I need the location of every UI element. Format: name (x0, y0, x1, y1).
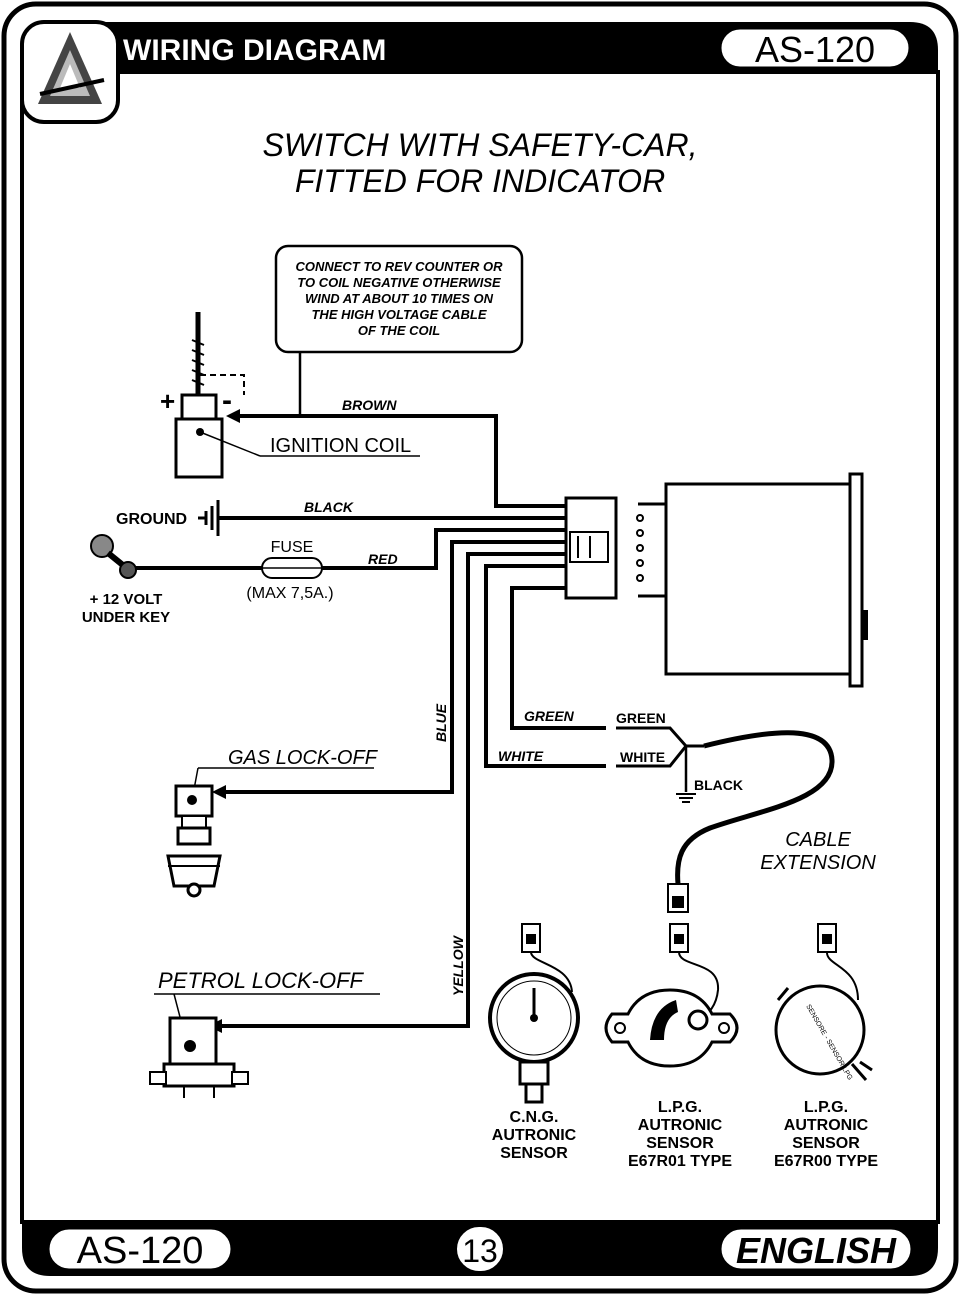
fuse-label: FUSE (271, 539, 314, 556)
sensor-3-line1: L.P.G. (804, 1099, 848, 1116)
footer-model-badge: AS-120 (77, 1230, 204, 1272)
lpg-e67r00-sensor-icon: SENSORE - SENSOR LPG (774, 923, 873, 1081)
blue-wire (222, 540, 566, 794)
note-line-1: CONNECT TO REV COUNTER OR (295, 259, 503, 274)
ignition-coil-label: IGNITION COIL (270, 435, 411, 457)
blue-wire-label: BLUE (433, 703, 449, 742)
extension-cable (675, 730, 835, 885)
note-line-2: TO COIL NEGATIVE OTHERWISE (297, 275, 501, 290)
ext-white-label: WHITE (620, 749, 665, 765)
cable-extension-line1: CABLE (785, 829, 851, 851)
fuse-icon (261, 557, 323, 579)
note-line-5: OF THE COIL (358, 323, 440, 338)
yellow-wire-label: YELLOW (450, 934, 466, 996)
petrol-lockoff-valve-icon (149, 1016, 249, 1098)
ext-green-label: GREEN (616, 710, 666, 726)
note-box (274, 244, 524, 354)
extension-plug-icon (667, 883, 689, 913)
sensor-1-line1: C.N.G. (510, 1109, 559, 1126)
header-bar (22, 22, 938, 72)
sensor-3-line2: AUTRONIC (784, 1117, 869, 1134)
petrol-lockoff-label: PETROL LOCK-OFF (158, 968, 365, 993)
header-title: WIRING DIAGRAM (123, 34, 386, 67)
ignition-coil-icon (174, 312, 245, 479)
red-wire-label: RED (368, 551, 398, 567)
ext-black-label: BLACK (694, 777, 743, 793)
yellow-wire (218, 552, 566, 1028)
brown-wire-label: BROWN (342, 397, 397, 413)
sensor-3-line3: SENSOR (792, 1135, 860, 1152)
header-model-badge: AS-120 (755, 29, 875, 70)
sensor-2-line4: E67R01 TYPE (628, 1153, 732, 1170)
sensor-2-line1: L.P.G. (658, 1099, 702, 1116)
power-label-line1: + 12 VOLT (90, 591, 163, 608)
note-line-3: WIND AT ABOUT 10 TIMES ON (305, 291, 494, 306)
gas-lockoff-label: GAS LOCK-OFF (228, 747, 379, 769)
cable-extension-line2: EXTENSION (760, 852, 876, 874)
wiring-connector (564, 496, 618, 600)
extension-ground-icon (676, 793, 696, 803)
white-wire-label: WHITE (498, 748, 544, 764)
sensor-1-line2: AUTRONIC (492, 1127, 577, 1144)
power-label-line2: UNDER KEY (82, 609, 170, 626)
ignition-key-icon (90, 534, 137, 579)
cng-sensor-icon (488, 923, 580, 1104)
switch-unit (636, 472, 868, 688)
coil-plus: + (160, 386, 175, 416)
gas-lockoff-valve-icon (166, 784, 222, 898)
diagram-title-line2: FITTED FOR INDICATOR (295, 163, 665, 199)
coil-minus: - (222, 384, 232, 417)
footer-page-number: 13 (462, 1233, 498, 1269)
black-wire-label: BLACK (304, 499, 354, 515)
footer-language: ENGLISH (736, 1230, 897, 1271)
sensor-1-line3: SENSOR (500, 1145, 568, 1162)
white-wire (484, 564, 606, 768)
ground-label: GROUND (116, 511, 187, 528)
diagram-title-line1: SWITCH WITH SAFETY-CAR, (263, 127, 698, 163)
sensor-2-line2: AUTRONIC (638, 1117, 723, 1134)
lpg-e67r01-sensor-icon (604, 923, 739, 1068)
note-line-4: THE HIGH VOLTAGE CABLE (311, 307, 486, 322)
brand-logo (20, 20, 120, 124)
green-wire-label: GREEN (524, 708, 575, 724)
red-wire (136, 528, 566, 570)
green-wire (510, 586, 606, 730)
sensor-2-line3: SENSOR (646, 1135, 714, 1152)
brown-wire (234, 414, 566, 508)
sensor-3-line4: E67R00 TYPE (774, 1153, 878, 1170)
fuse-rating: (MAX 7,5A.) (246, 585, 333, 602)
